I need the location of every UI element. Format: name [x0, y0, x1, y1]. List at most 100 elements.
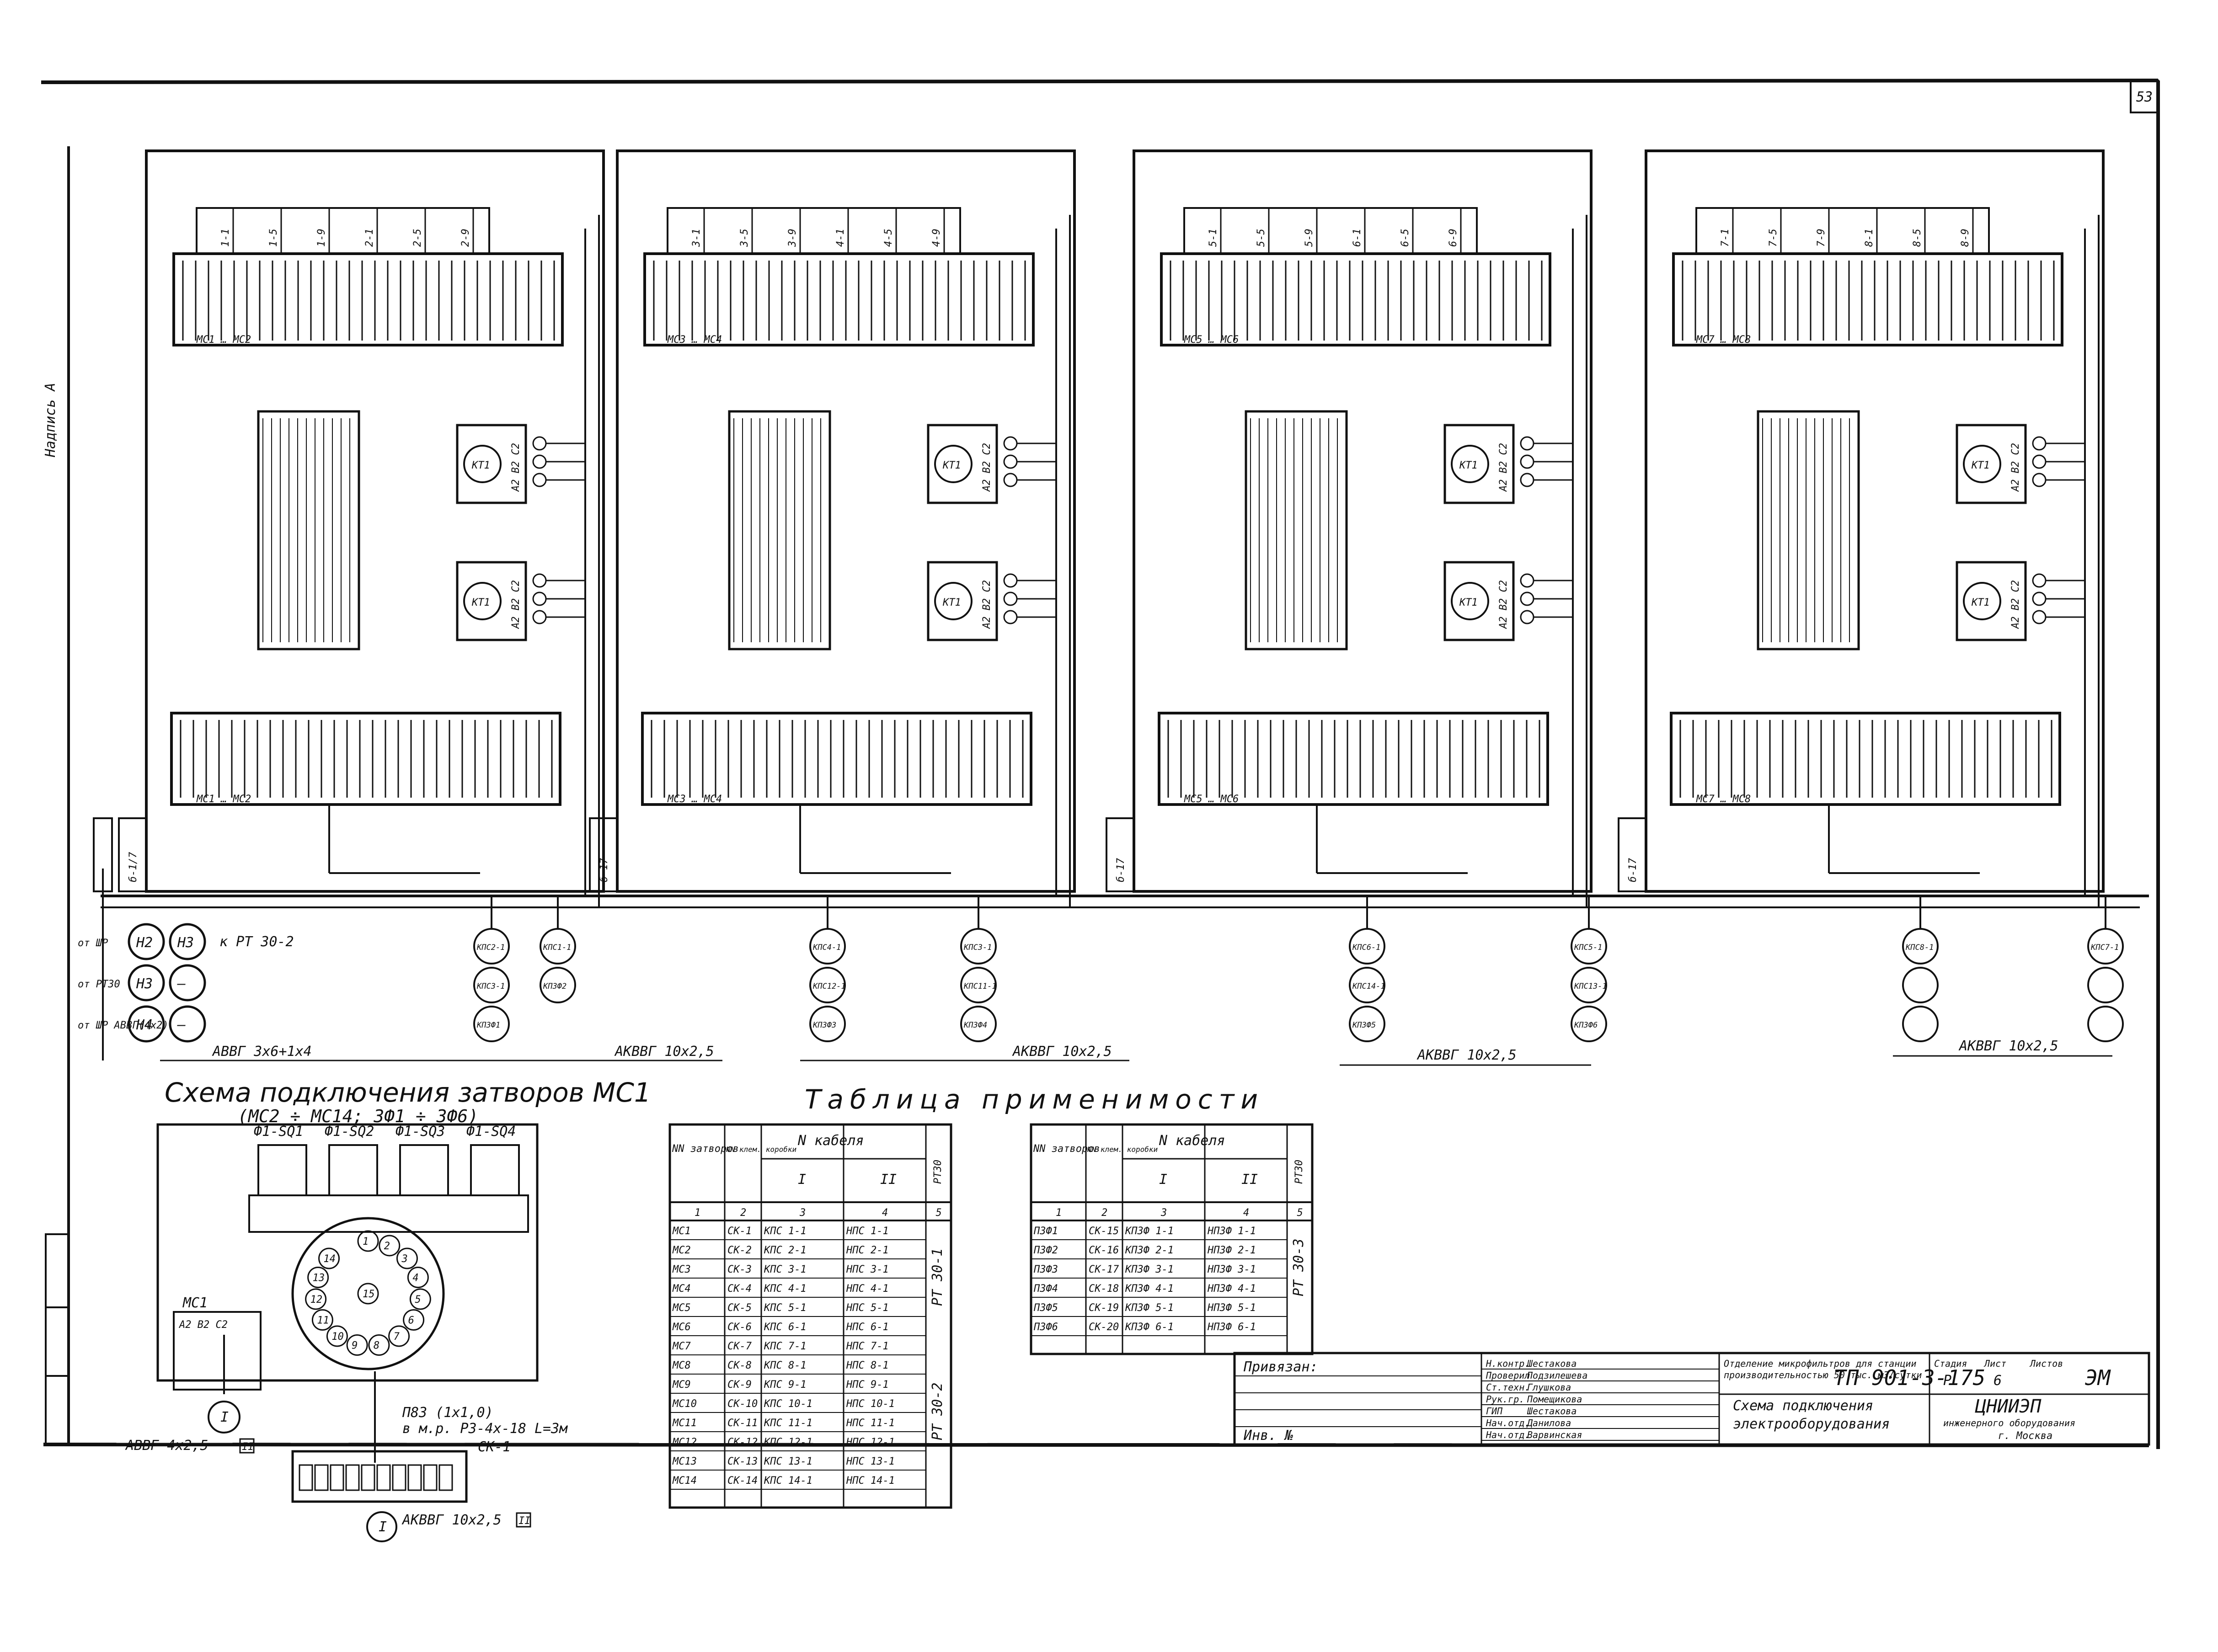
table-cell: МС11 [672, 1418, 697, 1429]
bottom-strip-label: МС3 … МС4 [667, 794, 722, 805]
relay-terminal-icon [2032, 573, 2047, 588]
relay-frame [927, 561, 998, 641]
table-cell: НПС 7-1 [846, 1341, 889, 1352]
wire-mark-box [118, 817, 147, 892]
cable-gland-icon [473, 928, 510, 965]
cable-gland-label: КПС14-1 [1352, 982, 1385, 991]
main-bus [93, 817, 2149, 1060]
cable-gland-label: КПС5-1 [1574, 943, 1602, 952]
relay-coil-icon [934, 445, 973, 483]
relay-coil-icon [1963, 445, 2001, 483]
middle-connector [1245, 410, 1348, 650]
cable-gland-icon [473, 967, 510, 1003]
supply-circle-a: Н3 [136, 976, 153, 992]
table-header-col1: NN затворов [672, 1143, 739, 1155]
limit-switch-icon [399, 1144, 449, 1196]
panel-frame [1133, 149, 1593, 893]
relay-coil-icon [1963, 582, 2001, 620]
staff-name: Помещикова [1527, 1394, 1582, 1405]
terminal-box-cell [392, 1464, 406, 1491]
table-cell: КПС 4-1 [764, 1283, 807, 1295]
connector-pin-icon [318, 1247, 340, 1269]
connector-pin-icon [357, 1230, 379, 1252]
top-terminal-label: 3-9 [787, 229, 798, 247]
relay-terminal-icon [1520, 454, 1534, 469]
cable-group-1-label: АКВВГ 10х2,5 [614, 1044, 714, 1060]
table-cell: СК-4 [727, 1283, 752, 1295]
relay-coil-icon [1451, 445, 1489, 483]
connector-pin-number: 13 [313, 1272, 325, 1284]
panel-frame [616, 149, 1076, 893]
sheet-header: Лист [1983, 1358, 2006, 1369]
top-terminal-label: 6-9 [1448, 229, 1459, 247]
connector-pin-number: 10 [331, 1331, 344, 1343]
connector-pin-number: 14 [324, 1253, 336, 1265]
table-cell: НПС 2-1 [846, 1245, 889, 1256]
table-cell: МС4 [672, 1283, 691, 1295]
top-label-header [667, 207, 961, 255]
connector-pin-number: 2 [384, 1241, 390, 1252]
top-terminal-label: 5-5 [1256, 229, 1267, 247]
table-cell: НПС 14-1 [846, 1475, 895, 1487]
relay-pins: А2 В2 С2 [981, 443, 993, 492]
table-cell: СК-10 [727, 1398, 758, 1410]
table-cell: КП3Ф 6-1 [1125, 1322, 1174, 1333]
table-col-number: 5 [936, 1207, 942, 1219]
bottom-terminal-strip [1670, 712, 2061, 806]
limit-switch-label: Ф1-SQ2 [325, 1124, 374, 1140]
top-terminal-label: 7-9 [1816, 229, 1827, 247]
top-strip-label: МС3 … МС4 [667, 334, 722, 346]
table-rt-group: РТ 30-3 [1291, 1239, 1307, 1296]
table-cell: СК-7 [727, 1341, 752, 1352]
relay-pins: А2 В2 С2 [1498, 580, 1509, 629]
table-cell: КП3Ф 1-1 [1125, 1226, 1174, 1237]
cable-gland-icon [1571, 1006, 1607, 1042]
top-terminal-label: 1-1 [220, 229, 231, 247]
table-cell: МС3 [672, 1264, 691, 1275]
top-terminal-label: 8-9 [1960, 229, 1971, 247]
connector-pin-number: 3 [401, 1253, 407, 1265]
document-mark: ЭМ [2085, 1365, 2111, 1390]
cable-gland-label: КП3Ф1 [476, 1021, 500, 1030]
table-cell: КПС 12-1 [764, 1437, 812, 1448]
top-terminal-label: 6-1 [1352, 229, 1363, 247]
table-cell: МС7 [672, 1341, 691, 1352]
org-city: г. Москва [1998, 1430, 2052, 1442]
table-col-number: 1 [695, 1207, 700, 1219]
table-cell: СК-13 [727, 1456, 758, 1467]
table-cell: СК-17 [1089, 1264, 1119, 1275]
top-terminal-strip [1160, 252, 1551, 346]
privyazan-label: Привязан: [1243, 1359, 1318, 1375]
relay-terminal-icon [1003, 610, 1018, 624]
relay-terminal-icon [1003, 592, 1018, 606]
terminal-box-cell [438, 1464, 453, 1491]
staff-role: Ст.техн. [1486, 1382, 1530, 1393]
table-cell: НП3Ф 3-1 [1207, 1264, 1256, 1275]
top-terminal-label: 1-9 [316, 229, 327, 247]
staff-name: Шестакова [1527, 1406, 1577, 1417]
cable-b-mark: II [518, 1515, 531, 1527]
applicability-title: Таблица применимости [805, 1084, 1264, 1115]
middle-connector [1757, 410, 1860, 650]
table-col-number: 5 [1297, 1207, 1303, 1219]
cable-gland-icon [2087, 928, 2124, 965]
table-header-sub2: II [880, 1172, 897, 1188]
wire-mark: б-1/7 [128, 852, 139, 882]
table-col-number: 1 [1056, 1207, 1062, 1219]
table-cell: МС6 [672, 1322, 691, 1333]
table-col-number: 4 [882, 1207, 888, 1219]
limit-switch-icon [328, 1144, 378, 1196]
left-margin-label: Надпись А [43, 383, 59, 458]
relay-frame [1443, 424, 1515, 504]
to-rt-label: к РТ 30-2 [219, 934, 294, 950]
relay-terminal-icon [2032, 436, 2047, 451]
table-cell: П3Ф6 [1033, 1322, 1058, 1333]
table-cell: НП3Ф 2-1 [1207, 1245, 1256, 1256]
supply-circle-icon [169, 1005, 206, 1043]
supply-circle-b: Н3 [177, 935, 194, 951]
relay-terminal-icon [1003, 454, 1018, 469]
relay-terminal-icon [1520, 473, 1534, 487]
table-cell: КП3Ф 5-1 [1125, 1302, 1174, 1314]
